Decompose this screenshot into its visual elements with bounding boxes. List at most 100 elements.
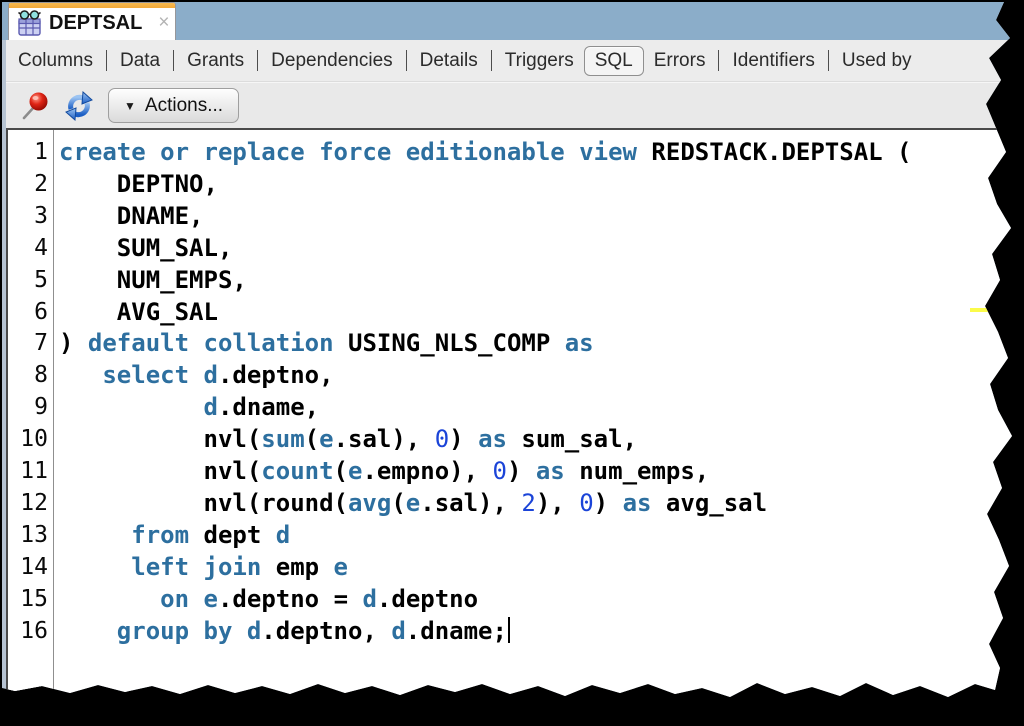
code-line-16: group by d.deptno, d.dname; xyxy=(59,616,1012,648)
sql-text: ( xyxy=(333,457,348,486)
document-tab-deptsal[interactable]: DEPTSAL × xyxy=(8,2,176,40)
sql-text: ( xyxy=(304,425,320,454)
code-line-10: nvl(sum(e.sal), 0) as sum_sal, xyxy=(59,424,1012,456)
tab-separator xyxy=(257,50,259,71)
sql-text xyxy=(232,617,246,645)
sql-text xyxy=(59,585,160,613)
sql-keyword: d xyxy=(246,616,262,645)
window-header: DEPTSAL × xyxy=(2,2,1012,40)
sql-keyword: from xyxy=(131,520,190,549)
chevron-down-icon: ▼ xyxy=(124,98,136,113)
sql-text: .empno), xyxy=(362,457,493,486)
line-number: 4 xyxy=(34,234,48,261)
sql-text: ) xyxy=(449,425,479,454)
sql-keyword: as xyxy=(478,425,507,454)
sql-text xyxy=(59,521,131,549)
sql-keyword: left join xyxy=(131,552,262,581)
sql-keyword: as xyxy=(535,457,565,486)
sql-text: .deptno = xyxy=(217,584,363,613)
code-line-2: DEPTNO, xyxy=(59,169,1012,201)
tab-sql[interactable]: SQL xyxy=(583,45,644,76)
tab-data[interactable]: Data xyxy=(119,49,161,71)
line-number: 9 xyxy=(34,394,48,421)
sql-text: .deptno xyxy=(376,584,479,613)
sql-keyword: group by xyxy=(116,616,233,645)
view-table-icon xyxy=(16,10,43,37)
sql-text: .deptno, xyxy=(217,361,334,390)
line-number: 5 xyxy=(34,266,48,293)
sql-text: DNAME, xyxy=(59,201,204,230)
code-line-1: create or replace force editionable view… xyxy=(59,137,1012,169)
line-number: 2 xyxy=(34,170,48,197)
sql-keyword: sum xyxy=(261,425,305,454)
sql-text xyxy=(59,553,131,581)
tab-columns[interactable]: Columns xyxy=(18,49,93,71)
tab-dependencies[interactable]: Dependencies xyxy=(271,49,393,71)
highlight-marker xyxy=(970,308,996,312)
code-line-3: DNAME, xyxy=(59,201,1012,233)
tab-errors[interactable]: Errors xyxy=(653,49,706,71)
code-line-12: nvl(round(avg(e.sal), 2), 0) as avg_sal xyxy=(59,488,1012,520)
tab-accent-stripe xyxy=(9,3,175,8)
tab-used-by[interactable]: Used by xyxy=(841,49,912,71)
code-line-13: from dept d xyxy=(59,520,1012,552)
code-line-8: select d.deptno, xyxy=(59,360,1012,392)
close-icon[interactable]: × xyxy=(158,12,170,33)
sql-text: emp xyxy=(261,552,334,581)
sql-text: REDSTACK.DEPTSAL ( xyxy=(636,138,912,166)
sql-text: nvl( xyxy=(59,457,262,486)
sql-text: dept xyxy=(189,520,276,549)
sql-text xyxy=(189,361,203,389)
sql-text: .dname, xyxy=(217,393,320,422)
tab-grants[interactable]: Grants xyxy=(187,49,245,71)
sql-keyword: count xyxy=(261,457,334,486)
sql-text: ), xyxy=(535,488,580,517)
sql-text xyxy=(59,617,117,645)
code-line-9: d.dname, xyxy=(59,392,1012,424)
sql-keyword: d xyxy=(362,584,377,613)
sql-text: sum_sal, xyxy=(506,425,638,454)
sql-text xyxy=(59,361,102,389)
line-number: 1 xyxy=(34,139,48,165)
tab-separator xyxy=(405,50,407,71)
line-number: 8 xyxy=(34,362,48,389)
line-number: 13 xyxy=(20,521,48,548)
object-tabstrip: Columns Data Grants Dependencies Details Trig… xyxy=(6,40,1012,82)
actions-button[interactable]: ▼ Actions... xyxy=(108,88,240,123)
sql-keyword: d xyxy=(391,616,406,645)
sql-keyword: as xyxy=(622,488,652,517)
sql-keyword: e xyxy=(203,584,218,613)
refresh-icon[interactable] xyxy=(62,89,96,123)
sql-text: avg_sal xyxy=(651,488,768,517)
sql-text: AVG_SAL xyxy=(59,297,218,326)
tab-details[interactable]: Details xyxy=(419,49,478,71)
sql-text: DEPTNO, xyxy=(59,169,218,198)
tab-separator xyxy=(490,50,492,71)
pin-icon[interactable] xyxy=(18,89,52,123)
sql-keyword: e xyxy=(333,552,348,581)
line-number: 12 xyxy=(20,489,48,516)
tab-separator xyxy=(718,50,720,71)
text-caret xyxy=(507,616,511,643)
tab-triggers[interactable]: Triggers xyxy=(504,49,574,71)
sql-keyword: select xyxy=(102,361,190,390)
sql-text: .sal), xyxy=(420,488,522,517)
tab-separator xyxy=(173,50,175,71)
line-number: 7 xyxy=(34,330,48,357)
document-tab-label: DEPTSAL xyxy=(49,11,143,34)
line-number: 6 xyxy=(34,298,48,325)
sql-number: 0 xyxy=(434,425,450,454)
sql-keyword: on xyxy=(160,584,190,613)
code-line-4: SUM_SAL, xyxy=(59,233,1012,265)
sql-toolbar: ▼ Actions... xyxy=(6,82,1012,128)
code-line-11: nvl(count(e.empno), 0) as num_emps, xyxy=(59,456,1012,488)
sql-text: nvl(round( xyxy=(59,488,348,517)
sql-text: ) xyxy=(593,488,623,517)
sql-text xyxy=(189,585,203,613)
sql-code-area[interactable]: create or replace force editionable view… xyxy=(54,130,1012,697)
tab-identifiers[interactable]: Identifiers xyxy=(732,49,815,71)
tab-separator xyxy=(827,50,829,71)
